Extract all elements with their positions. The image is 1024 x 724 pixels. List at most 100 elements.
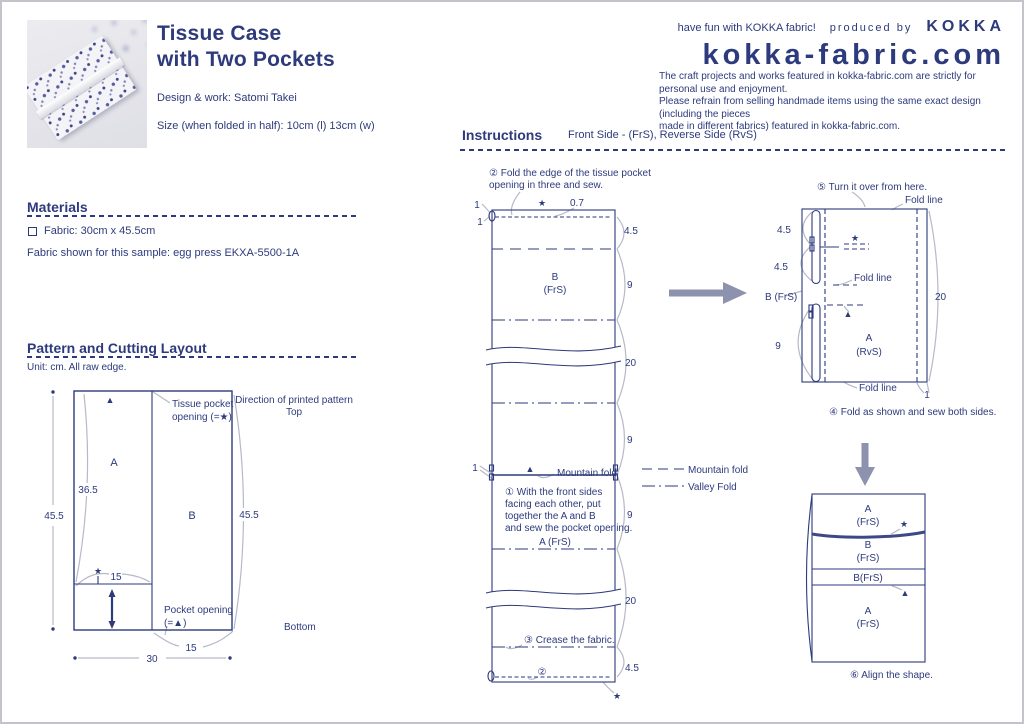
dim-4-5-top: 4.5 [624,226,638,237]
star-marker-top: ★ [538,198,546,208]
b-side: (FrS) [857,553,880,564]
bottom-label: Bottom [284,622,316,633]
dim-9-2: 9 [627,435,633,446]
triangle-marker: ▲ [106,395,115,405]
materials-fabric-row: Fabric: 30cm x 45.5cm [28,225,155,237]
dim-9-3: 9 [627,510,633,521]
inner-fold-dashes [827,284,865,306]
piece-b-side: (FrS) [544,285,567,296]
tissue-opening-strip [36,57,125,120]
dim-20-2: 20 [625,596,637,607]
piece-a-label: A [866,333,873,344]
piece-a-label: A [110,457,118,469]
triangle-marker: ▲ [901,588,910,598]
disclaimer-line1: The craft projects and works featured in… [659,71,976,95]
brand-tagline: have fun with KOKKA fabric! [677,22,816,34]
dim-45-5-left: 45.5 [44,511,64,522]
kokka-wordmark: KOKKA [926,18,1005,35]
page-title-line1: Tissue Case [157,22,282,45]
dim-20: 20 [935,292,947,303]
piece-a-label: A (FrS) [539,537,571,548]
finished-size: Size (when folded in half): 10cm (l) 13c… [157,120,375,132]
layer-lines [812,568,925,586]
dimension-lines [52,396,226,659]
kokka-fabric-logo: kokka-fabric.com [702,39,1005,71]
folded-edge-rolls [808,209,821,383]
fabric-outline [73,390,233,631]
dim-4-5-1: 4.5 [777,225,791,236]
spine-fold-curve [805,494,813,662]
piece-b-label: B [188,510,195,522]
pocket-opening-note-l1: Pocket opening [164,605,233,616]
dim-9-1: 9 [627,280,633,291]
dim-4-5-bottom: 4.5 [625,663,639,674]
tissue-opening-note-l1: Tissue pocket [172,399,234,410]
step1-text-l3: together the A and B [505,511,596,522]
fold-line-mid-label: Fold line [854,273,892,284]
step4-text: ④ Fold as shown and sew both sides. [829,407,996,418]
instructions-rule [460,149,1008,151]
star-marker: ★ [851,233,859,243]
produced-by-label: produced by [829,22,913,34]
piece-a-side: (RvS) [856,347,882,358]
brand-tagline-row: have fun with KOKKA fabric! produced by … [678,18,1005,36]
side-fold-stitch-lines [824,209,918,382]
stitch-lines [495,216,612,678]
dim-36-5: 36.5 [78,485,98,496]
dim-20-1: 20 [625,358,637,369]
step1-text-l1: ① With the front sides [505,487,602,498]
leader-lines [890,528,903,591]
piece-b-label: B [552,272,559,283]
dim-45-5-right: 45.5 [239,510,259,521]
allowance-1b: 1 [477,217,483,228]
a-top-side: (FrS) [857,517,880,528]
a-bottom-label: A [865,606,872,617]
page-title-line2: with Two Pockets [157,48,335,71]
fabric-item: Fabric: 30cm x 45.5cm [44,225,156,237]
finished-outline [811,493,926,663]
pattern-rule [27,356,360,358]
step1-text-l2: facing each other, put [505,499,601,510]
materials-rule [27,215,360,217]
legend-mountain-label: Mountain fold [688,465,748,476]
fold-line-bottom-label: Fold line [859,383,897,394]
dim-4-5-2: 4.5 [774,262,788,273]
tissue-opening-note-l2: opening (=★) [172,412,232,423]
instructions-subheading: Front Side - (FrS), Reverse Side (RvS) [568,129,757,141]
finished-shape-diagram: A (FrS) ★ B (FrS) B(FrS) ▲ A (FrS) ⑥ Ali… [805,493,933,681]
brand-block: have fun with KOKKA fabric! produced by … [678,18,1005,72]
label-mask [74,483,102,496]
allowance-1a: 1 [474,200,480,211]
b-label: B [865,540,872,551]
dim-1: 1 [924,390,930,401]
step3-text: ③ Crease the fabric. [524,635,615,646]
allowance-1-mid: 1 [472,463,478,474]
fabric-strip-outline [491,209,616,683]
label-mask [234,508,264,521]
step5-text: ⑤ Turn it over from here. [817,182,927,193]
dim-9: 9 [775,341,781,352]
fold-line-top-label: Fold line [905,195,943,206]
disclaimer-line2: Please refrain from selling handmade ite… [659,96,981,120]
legend-valley-label: Valley Fold [688,482,737,493]
disclaimer-line3: made in different fabrics) featured in k… [659,121,901,132]
print-direction-note: Direction of printed pattern [235,395,353,406]
next-step-arrow-down [855,443,875,486]
pattern-heading: Pattern and Cutting Layout [27,340,207,356]
seam-0-7: 0.7 [570,198,584,209]
dimension-dots [51,390,232,660]
break-waves [485,345,622,610]
star-marker-bottom: ★ [613,691,621,701]
folded-piece-diagram: ⑤ Turn it over from here. Fold line 4.5 … [765,182,996,418]
tissue-opening-dashes [844,243,869,250]
step6-text: ⑥ Align the shape. [850,670,933,681]
sample-fabric-note: Fabric shown for this sample: egg press … [27,247,300,259]
arrow-head [855,467,875,486]
unit-note: Unit: cm. All raw edge. [27,362,127,373]
pocket-opening-edge [811,530,926,539]
leader-lines [479,191,627,694]
step1-text-l4: and sew the pocket opening. [505,523,632,534]
grain-arrow [108,589,116,629]
page-title: Tissue Case with Two Pockets [157,21,335,73]
b-band-label: B(FrS) [853,573,882,584]
